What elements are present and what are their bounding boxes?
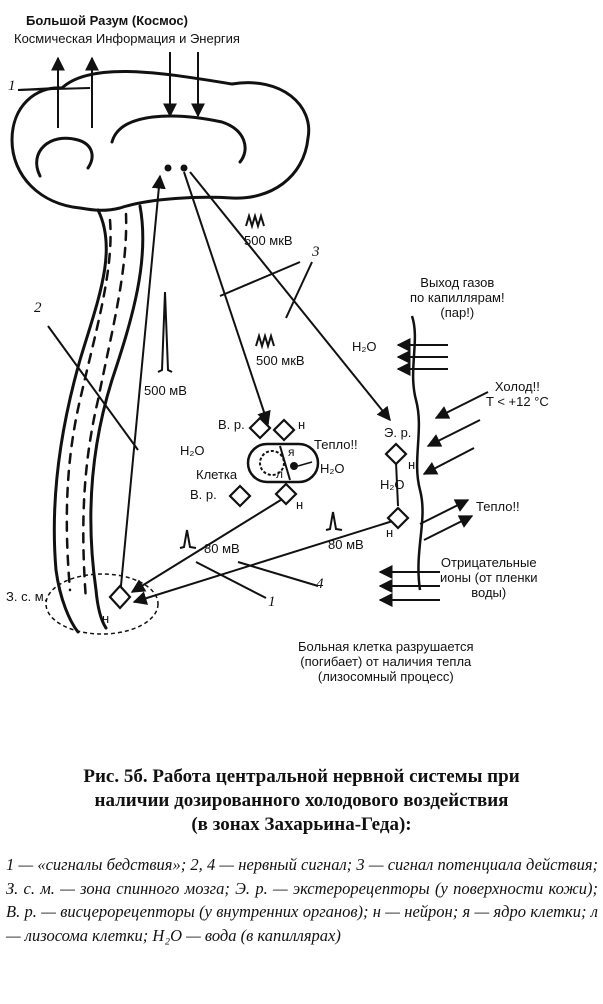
zsm-label: З. с. м. [6,589,48,604]
cold-label: Холод!! T < +12 °C [486,379,549,409]
label-1-leader [195,561,267,599]
signal-500mkv-b: 500 мкВ [256,353,305,368]
top-title: Большой Разум (Космос) [26,13,188,28]
spinal-cord-inner-left [65,218,112,592]
sick-cell-label: Больная клетка разрушается (погибает) от… [298,639,474,684]
brain-fold-left [35,136,94,178]
cell-neuron-top [272,418,296,442]
spinal-cord-left [52,208,108,634]
brain-outline [10,70,311,212]
signal-80mv-a: 80 мВ [204,541,240,556]
pulse-80mv-b [325,511,343,531]
h2o-cell-right-label: H₂O [320,461,345,476]
lysosome-label: л [276,467,284,481]
cell-n-top-label: н [298,417,306,432]
label-4-leader [237,561,319,587]
warm-arrow-2 [423,515,474,541]
label-3-leader-a [219,261,301,297]
label-2: 2 [34,300,42,316]
cell-n-bottom-label: н [296,497,304,512]
cell-label: Клетка [196,467,238,482]
cold-arrow-3 [422,447,475,475]
lysosome [290,462,298,470]
warm-arrow-1 [419,499,470,525]
vr-receptor-top [248,416,272,440]
nucleus-label: я [288,445,295,459]
label-2-leader [47,325,139,451]
single-spike-500mv [157,291,173,373]
er-n-label-2: н [386,525,394,540]
action-potential-line-a [183,171,271,426]
pulse-80mv-a [179,529,197,549]
brain-node-left [164,164,172,172]
h2o-er-label: H₂O [380,477,405,492]
cell-to-spine-signal [130,497,285,593]
h2o-cell-left-label: H₂O [180,443,205,458]
signal-500mkv-a: 500 мкВ [244,233,293,248]
figure-caption: Рис. 5б. Работа центральной нервной сист… [83,766,520,835]
signal-80mv-b: 80 мВ [328,537,364,552]
label-3-leader-b [285,261,313,319]
cell-neuron-bottom [274,482,298,506]
zsm-n-label: н [102,611,110,626]
figure-legend: 1 — «сигналы бедствия»; 2, 4 — нервный с… [6,855,598,945]
warm-cell-label: Тепло!! [314,437,358,452]
action-potential-line-b [189,171,391,422]
gas-exit-label: Выход газов по капиллярам! (пар!) [410,275,505,320]
zsm-neuron [108,584,132,610]
brain-node-right [180,164,188,172]
spikes-symbol-a [245,212,265,230]
cell-body [246,442,320,484]
skin-to-spine-signal [132,519,397,605]
spinal-cord-right [89,204,145,630]
label-4: 4 [316,576,324,592]
warm-label-right: Тепло!! [476,499,520,514]
er-n-label-1: н [408,457,416,472]
cell-nucleus [259,450,285,476]
spinal-cord-inner-right [82,212,128,602]
top-subtitle: Космическая Информация и Энергия [14,31,240,46]
er-receptor [384,442,408,466]
vr-receptor-bottom [228,484,252,508]
spikes-symbol-b [255,332,275,350]
distress-signal-line [119,174,166,597]
negative-ions-label: Отрицательные ионы (от пленки воды) [440,555,538,600]
diagram-drawing [10,52,489,635]
cold-arrow-1 [434,391,489,419]
er-neuron [386,506,410,530]
spinal-zone-ellipse [45,573,159,635]
label-3: 3 [312,244,320,260]
label-1-top: 1 [8,78,16,94]
h2o-capillary-label: H₂O [352,339,377,354]
cold-arrow-2 [426,419,481,447]
nervous-system-diagram: Большой Разум (Космос) Космическая Инфор… [6,13,549,684]
vr-bottom-label: В. р. [190,487,217,502]
vr-top-label: В. р. [218,417,245,432]
er-label: Э. р. [384,425,412,440]
label-1-bottom: 1 [268,594,276,610]
brain-fold-right [110,114,247,164]
signal-500mv: 500 мВ [144,383,187,398]
